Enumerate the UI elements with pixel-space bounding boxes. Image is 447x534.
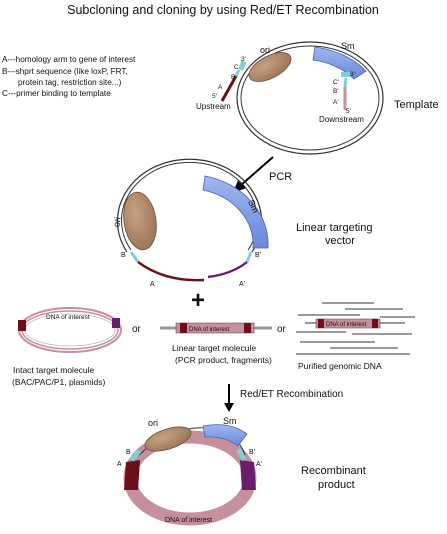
recombinant-ori bbox=[144, 426, 192, 452]
template-left-c-label: C bbox=[234, 64, 239, 71]
recombinant-ring-edge bbox=[137, 444, 243, 512]
genomic-dna: DNA of interest bbox=[296, 302, 415, 355]
template-right-3prime: 3' bbox=[350, 71, 355, 78]
template-left-5prime: 5' bbox=[212, 93, 217, 100]
linear-target-label-2: (PCR product, fragments) bbox=[175, 355, 272, 365]
red-et-label: Red/ET Recombination bbox=[240, 389, 343, 400]
template-right-a-label: A' bbox=[333, 99, 339, 106]
linear-target-right-marker bbox=[244, 323, 251, 333]
template-left-primer-b bbox=[234, 69, 241, 77]
legend-b2: protein tag, restriction site...) bbox=[18, 78, 122, 87]
vector-a-label: A bbox=[150, 281, 155, 288]
pcr-arrow bbox=[239, 156, 274, 187]
linear-target: DNA of interest bbox=[160, 322, 272, 334]
template-upstream-label: Upstream bbox=[196, 102, 231, 111]
legend: A---homology arm to gene of interest B--… bbox=[2, 55, 136, 98]
recombinant-label-1: Recombinant bbox=[301, 465, 366, 477]
linear-target-left-marker bbox=[180, 323, 187, 333]
genomic-dna-block bbox=[315, 318, 381, 329]
linear-vector: ori Sm B B' A A' bbox=[111, 158, 269, 288]
vector-b-label: B bbox=[121, 252, 126, 259]
template-right-5prime: 5' bbox=[346, 108, 351, 115]
recombinant-right-a bbox=[240, 460, 256, 490]
genomic-label: Purified genomic DNA bbox=[298, 361, 382, 371]
recombinant-a-label: A bbox=[117, 461, 122, 468]
vector-sm bbox=[202, 175, 269, 249]
vector-ori-label: ori bbox=[111, 216, 122, 227]
template-sm-label: Sm bbox=[341, 41, 355, 51]
template-left-a-label: A bbox=[218, 84, 223, 91]
page-title: Subcloning and cloning by using Red/ET R… bbox=[67, 3, 379, 17]
recombinant-dna-label: DNA of interest bbox=[165, 517, 212, 524]
template-right-primer-b bbox=[343, 77, 348, 88]
template-left-3prime: 3' bbox=[241, 56, 246, 63]
template-left-b-label: B bbox=[231, 74, 235, 81]
vector-right-b bbox=[245, 251, 253, 263]
plus-sign: + bbox=[191, 287, 205, 314]
legend-a: A---homology arm to gene of interest bbox=[2, 55, 136, 64]
template-downstream-label: Downstream bbox=[319, 115, 364, 124]
linear-target-dna bbox=[175, 322, 255, 334]
vector-left-arm bbox=[137, 261, 205, 282]
template-ring-outer bbox=[236, 41, 384, 155]
genomic-dna-label: DNA of interest bbox=[326, 322, 367, 328]
recombinant-a2-label: A' bbox=[256, 461, 262, 468]
template-ori bbox=[248, 52, 292, 82]
vector-left-b bbox=[129, 251, 140, 263]
recombinant-sm-label: Sm bbox=[223, 416, 237, 426]
recombinant-b2-label: B' bbox=[249, 449, 255, 456]
intact-label-2: (BAC/PAC/P1, plasmids) bbox=[12, 377, 106, 387]
linear-vector-label-1: Linear targeting bbox=[296, 222, 372, 234]
recombinant-left-a bbox=[124, 460, 140, 490]
template-ori-label: ori bbox=[260, 45, 270, 55]
vector-ori bbox=[123, 191, 157, 251]
pcr-label: PCR bbox=[269, 171, 292, 183]
recombinant-plasmid: ori Sm A B A' B' DNA of interest bbox=[117, 416, 262, 526]
red-et-arrowhead bbox=[224, 403, 234, 412]
template-right-b-label: B' bbox=[333, 88, 339, 95]
template-ring-inner bbox=[240, 45, 380, 151]
template-right-c-label: C' bbox=[333, 79, 339, 86]
recombinant-sm bbox=[202, 424, 248, 447]
vector-right-arm bbox=[207, 261, 248, 279]
template-left-primer bbox=[220, 75, 238, 102]
legend-b1: B---shprt sequence (like loxP, FRT, bbox=[2, 67, 128, 76]
intact-dna-label: DNA of interest bbox=[46, 314, 90, 321]
vector-b2-label: B' bbox=[255, 252, 261, 259]
recombinant-left-b bbox=[129, 449, 142, 462]
linear-target-dna-label: DNA of interest bbox=[189, 327, 230, 333]
legend-c: C---primer binding to template bbox=[2, 89, 111, 98]
template-label: Template bbox=[394, 99, 439, 111]
intact-right-marker bbox=[112, 318, 120, 328]
template-sm bbox=[312, 46, 367, 80]
recombinant-ori-label: ori bbox=[148, 418, 158, 428]
intact-label-1: Intact target molecule bbox=[13, 365, 95, 375]
linear-vector-label-2: vector bbox=[325, 235, 355, 247]
or-1: or bbox=[132, 324, 142, 335]
recombinant-b-label: B bbox=[126, 449, 131, 456]
linear-target-label-1: Linear target molecule bbox=[172, 343, 256, 353]
or-2: or bbox=[277, 324, 287, 335]
genomic-left-marker bbox=[318, 319, 324, 328]
vector-backbone-outer bbox=[116, 158, 263, 253]
recombinant-label-2: product bbox=[318, 479, 355, 491]
recombinant-right-b bbox=[236, 448, 247, 462]
genomic-right-marker bbox=[372, 319, 378, 328]
template-left-c bbox=[238, 60, 247, 71]
template-right-c bbox=[341, 72, 350, 77]
intact-left-marker bbox=[18, 320, 26, 331]
template-plasmid: ori Sm 3' C B A 5' Upstream 3' C' B' A' … bbox=[196, 41, 384, 155]
intact-target: DNA of interest bbox=[18, 307, 122, 353]
vector-a2-label: A' bbox=[239, 281, 245, 288]
